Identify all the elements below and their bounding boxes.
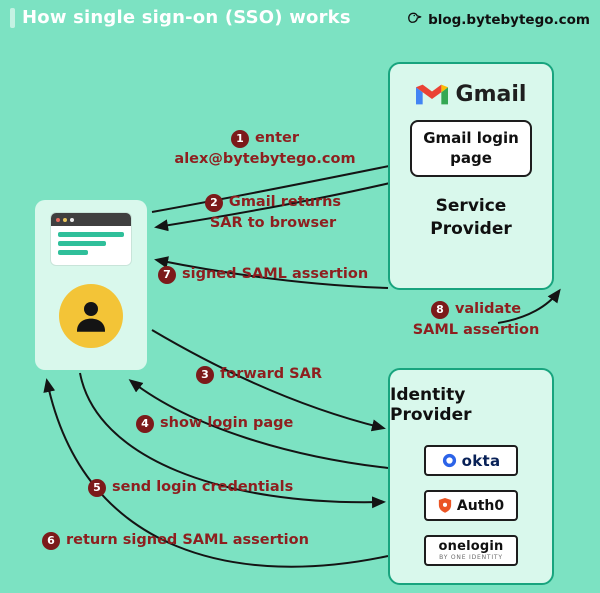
person-icon <box>77 302 105 332</box>
gmail-label: Gmail <box>455 82 527 107</box>
user-avatar <box>59 284 123 348</box>
window-dot-icon <box>63 217 67 222</box>
step-5-badge: 5 <box>88 478 106 497</box>
gmail-login-page-box: Gmail login page <box>410 120 532 177</box>
window-dot-icon <box>56 217 60 222</box>
step-6-badge: 6 <box>42 531 60 550</box>
page-title: How single sign-on (SSO) works <box>22 7 351 28</box>
step-4-badge: 4 <box>136 414 154 433</box>
service-provider-label: Service Provider <box>430 196 512 239</box>
content-line <box>58 232 124 237</box>
title-accent-bar <box>10 7 15 28</box>
okta-chip: okta <box>424 445 518 476</box>
auth0-shield-icon <box>438 498 452 513</box>
content-line <box>58 250 89 255</box>
brand-text: blog.bytebytego.com <box>428 11 590 28</box>
gmail-m-icon <box>415 84 448 104</box>
step-3-badge: 3 <box>196 365 214 384</box>
brand: blog.bytebytego.com <box>406 10 590 29</box>
browser-titlebar <box>51 213 131 226</box>
bird-icon <box>406 10 423 29</box>
window-dot-icon <box>70 217 74 222</box>
auth0-label: Auth0 <box>456 497 505 514</box>
browser-window-icon <box>51 213 131 265</box>
onelogin-chip: onelogin by ONE IDENTITY <box>424 535 518 566</box>
step-7-badge: 7 <box>158 265 176 284</box>
onelogin-label: onelogin <box>438 539 504 554</box>
browser-card <box>35 200 147 370</box>
step-1-badge: 1 <box>230 129 249 148</box>
onelogin-sublabel: by ONE IDENTITY <box>439 554 503 561</box>
idp-logos: okta Auth0 onelogin by ONE IDENTITY <box>424 445 518 566</box>
service-provider-panel: Gmail Gmail login page Service Provider <box>388 62 554 290</box>
content-line <box>58 241 106 246</box>
header: How single sign-on (SSO) works <box>10 7 351 28</box>
identity-provider-title: Identity Provider <box>390 385 472 425</box>
step-2-badge: 2 <box>204 193 223 212</box>
onelogin-logo: onelogin by ONE IDENTITY <box>438 540 503 561</box>
browser-content <box>51 226 131 261</box>
gmail-logo: Gmail <box>415 82 527 107</box>
okta-label: okta <box>461 451 501 470</box>
okta-ring-icon <box>442 453 456 468</box>
auth0-chip: Auth0 <box>424 490 518 521</box>
step-8-badge: 8 <box>430 300 449 319</box>
identity-provider-panel: Identity Provider okta Auth0 onelogin by… <box>388 368 554 585</box>
